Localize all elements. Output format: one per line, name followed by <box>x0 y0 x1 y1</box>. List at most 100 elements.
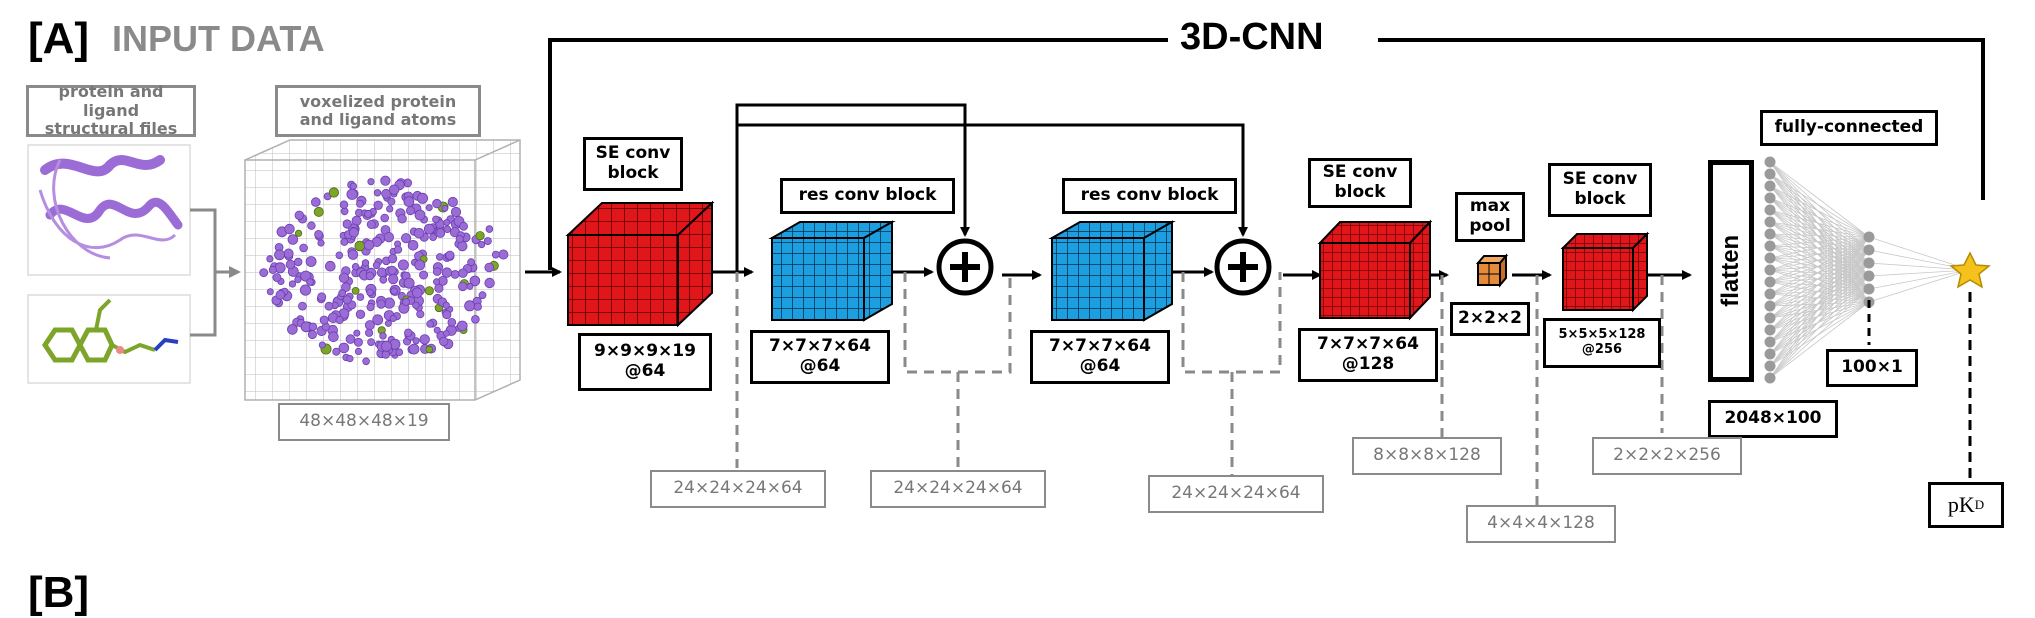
fc-node <box>1764 288 1776 300</box>
fc-edge <box>1769 236 1870 379</box>
voxel-atom <box>414 259 426 271</box>
voxel-atom <box>366 219 376 229</box>
se-block-2-dim: 7×7×7×64 @128 <box>1298 328 1438 382</box>
fc-node <box>1863 283 1875 295</box>
voxel-atom <box>443 225 452 234</box>
voxel-atom <box>432 278 440 286</box>
voxel-atom <box>324 260 336 272</box>
fc-node <box>1863 244 1875 256</box>
res-block-2-dim: 7×7×7×64 @64 <box>1030 330 1170 384</box>
fc-node <box>1764 276 1776 288</box>
voxel-grid-cube <box>244 139 521 401</box>
voxel-atom <box>299 284 312 296</box>
voxel-atom <box>458 268 468 278</box>
fc-edge <box>1769 233 1870 251</box>
voxel-atom <box>346 188 358 200</box>
fc-edge <box>1769 161 1870 251</box>
voxel-atom <box>419 334 430 345</box>
fc-title: fully-connected <box>1760 110 1938 146</box>
voxel-atom <box>294 275 302 284</box>
voxel-atom <box>275 290 286 300</box>
voxel-atom <box>426 320 434 328</box>
fc-node <box>1764 264 1776 276</box>
tensor-dim-1: 24×24×24×64 <box>650 470 826 508</box>
fc-edge <box>1769 262 1870 379</box>
residual-add-2 <box>1214 238 1272 296</box>
voxel-atom <box>362 357 370 366</box>
fc-node <box>1764 240 1776 252</box>
voxel-atom <box>266 288 274 296</box>
voxel-atom <box>346 354 354 363</box>
voxel-atom <box>338 289 347 298</box>
cnn-bracket-right <box>1378 38 1985 200</box>
fc-network <box>1764 156 1971 384</box>
fc-edge <box>1769 209 1870 251</box>
residual-add-1 <box>936 238 994 296</box>
voxel-atom <box>356 199 365 208</box>
output-label-main: pK <box>1947 492 1975 518</box>
voxel-atom <box>473 302 482 311</box>
fc-edge <box>1769 275 1870 283</box>
voxel-atom <box>364 328 374 337</box>
flatten-box: flatten <box>1708 160 1754 382</box>
grid-dimension-label: 48×48×48×19 <box>278 403 450 441</box>
voxel-atom <box>284 223 295 235</box>
ligand-structure-image <box>27 294 191 384</box>
voxel-atom <box>380 213 390 223</box>
tensor-connectors <box>735 272 1664 505</box>
fc-edge <box>1769 185 1870 251</box>
fc-dim: 100×1 <box>1826 349 1918 387</box>
voxel-atom <box>298 301 307 311</box>
fc-node <box>1764 336 1776 348</box>
fc-edge <box>1769 288 1870 331</box>
voxel-atom <box>351 263 360 271</box>
voxel-atom <box>484 262 495 273</box>
se-conv-cube-2 <box>1317 219 1433 321</box>
voxel-atom <box>361 259 370 267</box>
diagram-canvas <box>27 38 1991 505</box>
voxel-atom <box>259 268 269 278</box>
voxel-atom <box>310 197 321 207</box>
fc-edge <box>1769 301 1870 379</box>
voxel-atom <box>432 267 442 276</box>
res-conv-cube-2 <box>1048 220 1176 322</box>
se-block-1-dim: 9×9×9×19 @64 <box>578 333 712 391</box>
voxel-atom <box>464 300 476 312</box>
fc-edge <box>1769 275 1870 379</box>
fc-edge <box>1769 249 1870 259</box>
voxel-atom <box>373 189 382 197</box>
voxel-atom <box>450 269 460 279</box>
voxel-atom <box>355 309 366 320</box>
voxel-atom <box>429 233 438 242</box>
voxel-atom <box>307 221 316 230</box>
voxel-atom <box>372 261 381 270</box>
fc-edge <box>1769 236 1870 283</box>
voxel-atom <box>366 288 374 297</box>
voxel-atom <box>367 178 375 186</box>
voxel-atom <box>445 250 455 260</box>
output-label-sub: D <box>1974 496 1985 512</box>
voxel-atom <box>397 259 409 271</box>
fc-node <box>1764 192 1776 204</box>
voxel-atom <box>287 324 298 335</box>
voxel-atom <box>484 277 495 289</box>
voxel-atom <box>387 265 397 275</box>
voxel-atom <box>365 271 375 281</box>
voxel-atom <box>314 229 324 239</box>
input-box-voxelized: voxelized protein and ligand atoms <box>275 85 481 137</box>
fc-node <box>1764 324 1776 336</box>
voxel-atom <box>317 239 325 247</box>
se-block-3-dim: 5×5×5×128 @256 <box>1543 318 1661 368</box>
fc-edge <box>1769 236 1870 355</box>
input-box-structural-files: protein and ligand structural files <box>26 83 196 138</box>
tensor-dim-2: 24×24×24×64 <box>870 470 1046 508</box>
fc-node <box>1764 216 1776 228</box>
voxel-atom <box>285 259 296 270</box>
res-block-1-title: res conv block <box>780 178 955 214</box>
fc-edge <box>1769 236 1870 247</box>
fc-edge <box>1769 293 1870 303</box>
fc-node <box>1764 204 1776 216</box>
fc-edge <box>1769 301 1870 319</box>
fc-edge <box>1769 262 1870 271</box>
